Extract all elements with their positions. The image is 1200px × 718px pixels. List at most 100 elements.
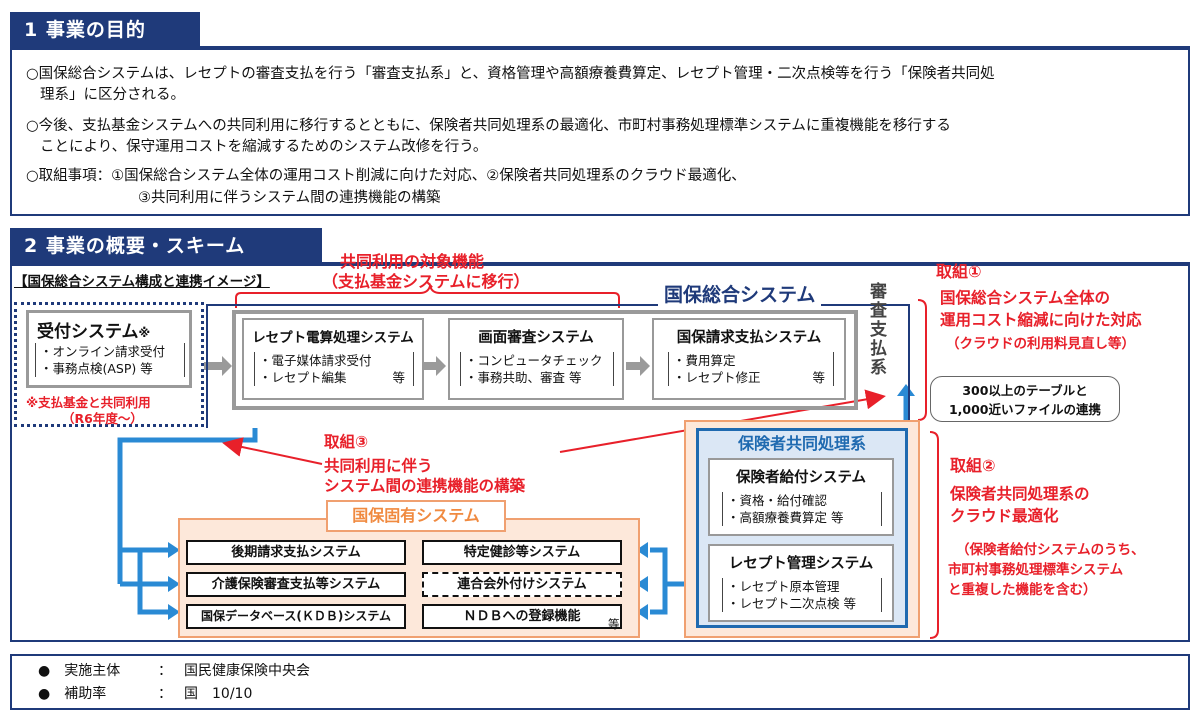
tori2-l5: と重複した機能を含む）: [948, 582, 1097, 598]
blue-link-left: [117, 428, 258, 584]
kanri-item-2: ・レセプト二次点検 等: [727, 596, 856, 611]
tori3-l2: システム間の連携機能の構築: [324, 477, 526, 495]
koyu-item-kouki: 後期請求支払システム: [186, 540, 406, 565]
tori1-l3: （クラウドの利用料見直し等）: [946, 336, 1135, 352]
tori2-l4: 市町村事務処理標準システム: [948, 562, 1124, 578]
koyu-item-sotozuke: 連合会外付けシステム: [422, 572, 622, 597]
uketsuke-items: ・オンライン請求受付 ・事務点検(ASP) 等: [35, 343, 185, 377]
koyu-title: 国保固有システム: [352, 506, 480, 525]
scheme-frame: [10, 264, 1190, 642]
gamen-title: 画面審査システム: [478, 330, 594, 346]
koyu-item-ndb: ＮＤＢへの登録機能: [422, 604, 622, 629]
purpose-p3-l2: ③共同利用に伴うシステム間の連携機能の構築: [138, 190, 441, 206]
blue-arrowhead-5: [636, 576, 648, 592]
kanri-box: レセプト管理システム ・レセプト原本管理 ・レセプト二次点検 等: [708, 544, 894, 622]
kyufu-title: 保険者給付システム: [735, 470, 867, 486]
uketsuke-title-mark: ※: [138, 326, 151, 340]
blue-arrowhead-6: [636, 604, 648, 620]
uketsuke-title-text: 受付システム: [37, 322, 139, 342]
blue-arrowhead-2: [168, 576, 180, 592]
kanri-items: ・レセプト原本管理 ・レセプト二次点検 等: [722, 578, 882, 612]
purpose-frame: ○国保総合システムは、レセプトの審査支払を行う「審査支払系」と、資格管理や高額療…: [10, 48, 1190, 216]
koyu-etc: 等: [608, 617, 620, 631]
uketsuke-note-l2: （R6年度～）: [62, 411, 143, 426]
footer-l1-label: ● 実施主体: [38, 663, 121, 679]
tori1-l2: 運用コスト縮減に向けた対応: [940, 311, 1142, 329]
section2-title: 2 事業の概要・スキーム: [24, 235, 246, 257]
receipt-den-title: レセプト電算処理システム: [252, 330, 414, 346]
footer-l2-sep: ：: [158, 686, 172, 702]
footer-l2-value: 国 10/10: [184, 686, 253, 702]
purpose-p2-l1: ○今後、支払基金システムへの共同利用に移行するとともに、保険者共同処理系の最適化…: [26, 118, 951, 134]
seikyu-item-2-text: ・レセプト修正: [673, 370, 761, 385]
shared-label-l2: （支払基金システムに移行）: [322, 272, 530, 291]
kokuho-title: 国保総合システム: [658, 280, 822, 307]
koyu-item-kdb: 国保データベース(ＫＤＢ)システム: [186, 604, 406, 629]
blue-arrowhead-4: [636, 542, 648, 558]
seikyu-etc: 等: [812, 370, 825, 385]
footer-line-1: ● 実施主体 ： 国民健康保険中央会: [38, 660, 310, 682]
receipt-den-item-2: ・レセプト編集等: [259, 369, 409, 386]
seikyu-box: 国保請求支払システム ・費用算定 ・レセプト修正等: [652, 318, 846, 400]
receipt-den-items: ・電子媒体請求受付 ・レセプト編集等: [254, 352, 414, 386]
blue-link-left-4: [137, 550, 170, 615]
shinsa-frame: [232, 310, 858, 410]
receipt-den-item-1: ・電子媒体請求受付: [259, 353, 372, 368]
tori3-label: 取組③: [324, 433, 369, 451]
gamen-items: ・コンピュータチェック ・事務共助、審査 等: [460, 352, 614, 386]
uketsuke-note-l1: ※支払基金と共同利用: [26, 395, 151, 410]
footer-frame: ● 実施主体 ： 国民健康保険中央会 ● 補助率 ： 国 10/10: [10, 654, 1190, 710]
footer-l2-label: ● 補助率: [38, 686, 107, 702]
footer-l1-value: 国民健康保険中央会: [184, 663, 310, 679]
footer-l1-sep: ：: [158, 663, 172, 679]
tori3-arrow-left: [222, 437, 323, 465]
callout-bubble: 300以上のテーブルと 1,000近いファイルの連携: [930, 376, 1120, 422]
purpose-p1-l1: ○国保総合システムは、レセプトの審査支払を行う「審査支払系」と、資格管理や高額療…: [26, 66, 995, 82]
receipt-den-item-2-text: ・レセプト編集: [259, 370, 347, 385]
section1-title: 1 事業の目的: [24, 19, 146, 41]
gray-arrow-2: [424, 356, 446, 376]
kyufu-item-2: ・高額療養費算定 等: [727, 510, 844, 525]
section2-header: 2 事業の概要・スキーム: [10, 228, 322, 264]
blue-arrowhead-up: [897, 384, 915, 396]
section1-rule: [10, 46, 1190, 48]
gray-arrow-3: [626, 356, 650, 376]
scheme-caption: 【国保総合システム構成と連携イメージ】: [14, 274, 270, 290]
uketsuke-inner: 受付システム※ ・オンライン請求受付 ・事務点検(ASP) 等: [26, 310, 192, 388]
tori2-l2: クラウド最適化: [950, 507, 1059, 525]
shinsa-label: 審査支払系: [866, 282, 886, 377]
kanri-item-1: ・レセプト原本管理: [727, 579, 840, 594]
kanri-title: レセプト管理システム: [728, 556, 874, 572]
receipt-den-box: レセプト電算処理システム ・電子媒体請求受付 ・レセプト編集等: [242, 318, 424, 400]
koyu-item-kaigo: 介護保険審査支払等システム: [186, 572, 406, 597]
blue-link-right: [650, 547, 668, 615]
uketsuke-title: 受付システム※: [37, 317, 150, 342]
tori2-brace: [929, 431, 939, 639]
kyufu-box: 保険者給付システム ・資格・給付確認 ・高額療養費算定 等: [708, 458, 894, 536]
section1-header: 1 事業の目的: [10, 12, 200, 48]
seikyu-item-2: ・レセプト修正 等: [673, 369, 829, 386]
purpose-p3-l1: ○取組事項：①国保総合システム全体の運用コスト削減に向けた対応、②保険者共同処理…: [26, 168, 746, 184]
callout-l2: 1,000近いファイルの連携: [948, 402, 1102, 417]
uketsuke-item-2: ・事務点検(ASP) 等: [40, 361, 153, 376]
tori2-l3: （保険者給付システムのうち、: [956, 542, 1145, 558]
tori1-label: 取組①: [936, 262, 982, 281]
kyodo-title: 保険者共同処理系: [737, 434, 866, 453]
blue-arrowhead-1: [168, 542, 180, 558]
tori2-l1: 保険者共同処理系の: [950, 485, 1090, 503]
tori1-l1: 国保総合システム全体の: [940, 289, 1111, 307]
footer-line-2: ● 補助率 ： 国 10/10: [38, 683, 252, 705]
koyu-item-tokutei: 特定健診等システム: [422, 540, 622, 565]
tori2-label: 取組②: [950, 456, 996, 475]
gamen-box: 画面審査システム ・コンピュータチェック ・事務共助、審査 等: [448, 318, 624, 400]
gamen-item-2: ・事務共助、審査 等: [465, 370, 582, 385]
uketsuke-item-1: ・オンライン請求受付: [40, 344, 166, 359]
seikyu-title: 国保請求支払システム: [676, 330, 822, 346]
kyufu-items: ・資格・給付確認 ・高額療養費算定 等: [722, 492, 882, 526]
tori1-brace: [917, 299, 927, 421]
purpose-p1-l2: 理系」に区分される。: [40, 87, 185, 103]
uketsuke-box: [14, 302, 204, 427]
kyufu-item-1: ・資格・給付確認: [727, 493, 828, 508]
koyu-title-box: 国保固有システム: [326, 500, 506, 532]
